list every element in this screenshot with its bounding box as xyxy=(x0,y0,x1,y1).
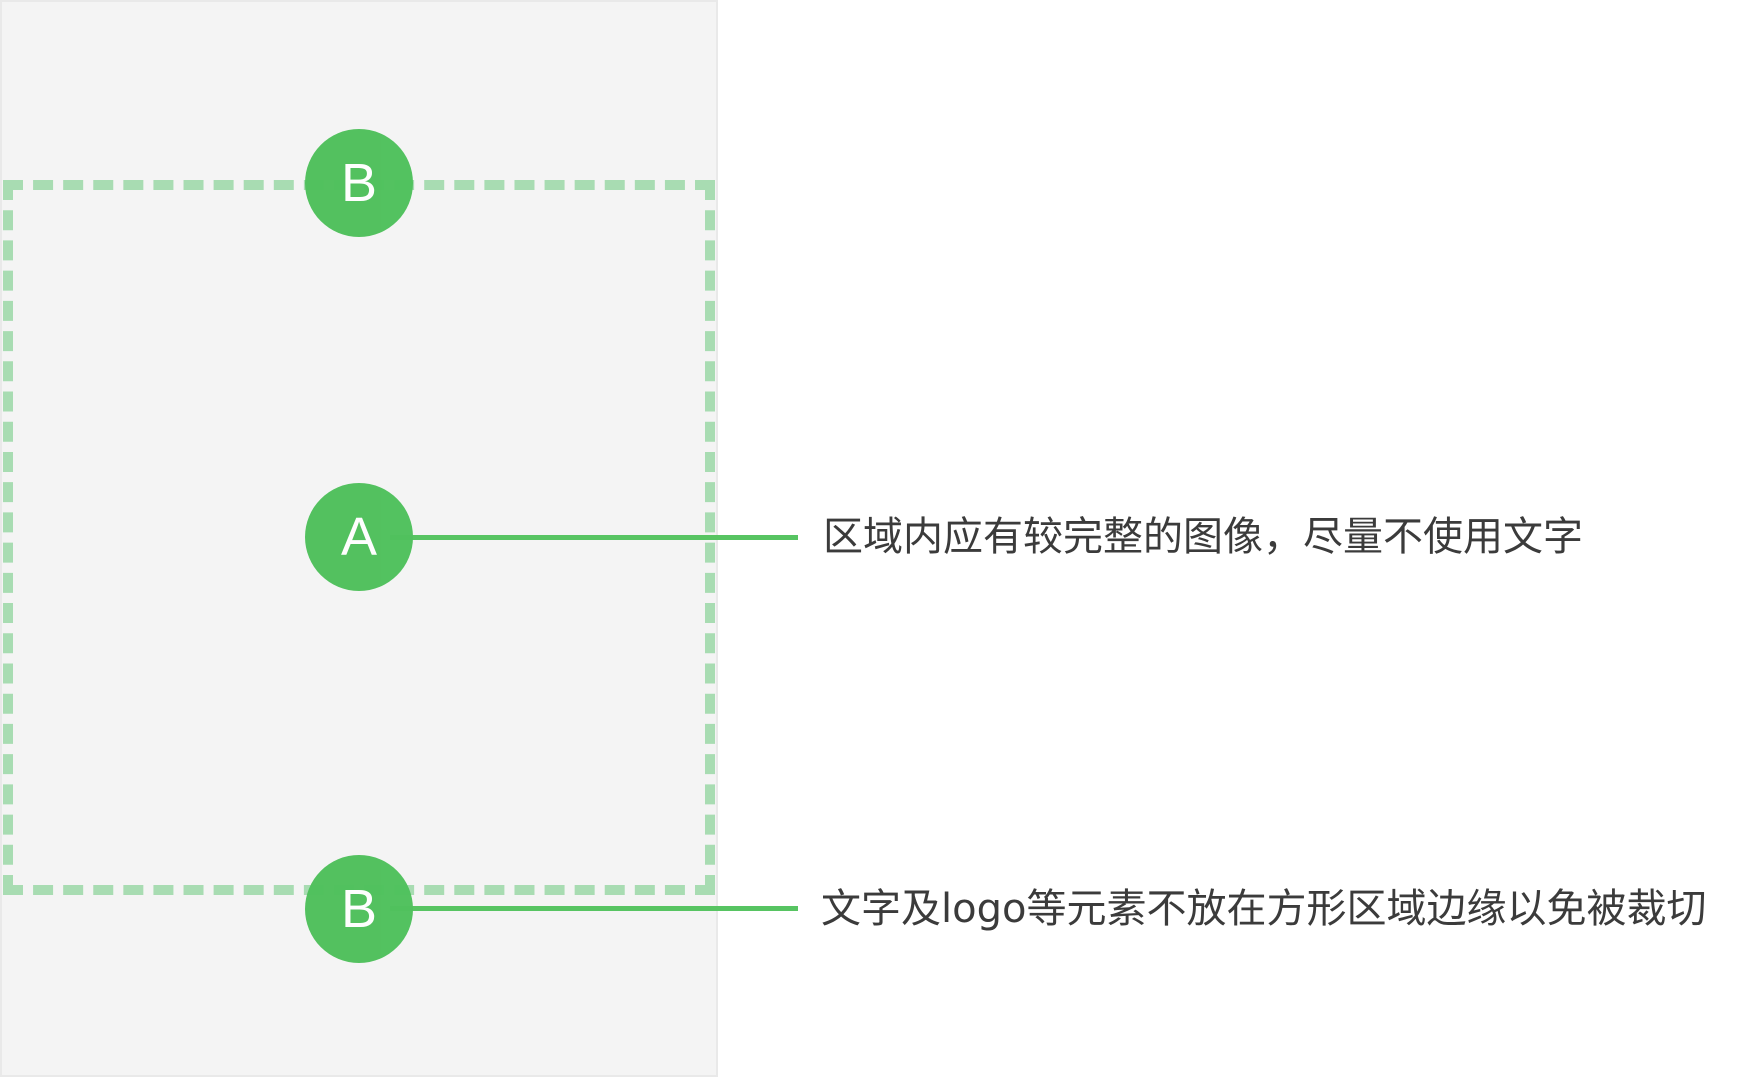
callout-bottom-text: 文字及logo等元素不放在方形区域边缘以免被裁切 xyxy=(821,886,1707,932)
callout-center-text: 区域内应有较完整的图像，尽量不使用文字 xyxy=(823,514,1583,560)
marker-b-bottom: B xyxy=(305,855,413,963)
marker-a-center: A xyxy=(305,483,413,591)
marker-b-top: B xyxy=(305,129,413,237)
connector-line-a xyxy=(390,535,798,540)
connector-line-b xyxy=(390,906,798,911)
